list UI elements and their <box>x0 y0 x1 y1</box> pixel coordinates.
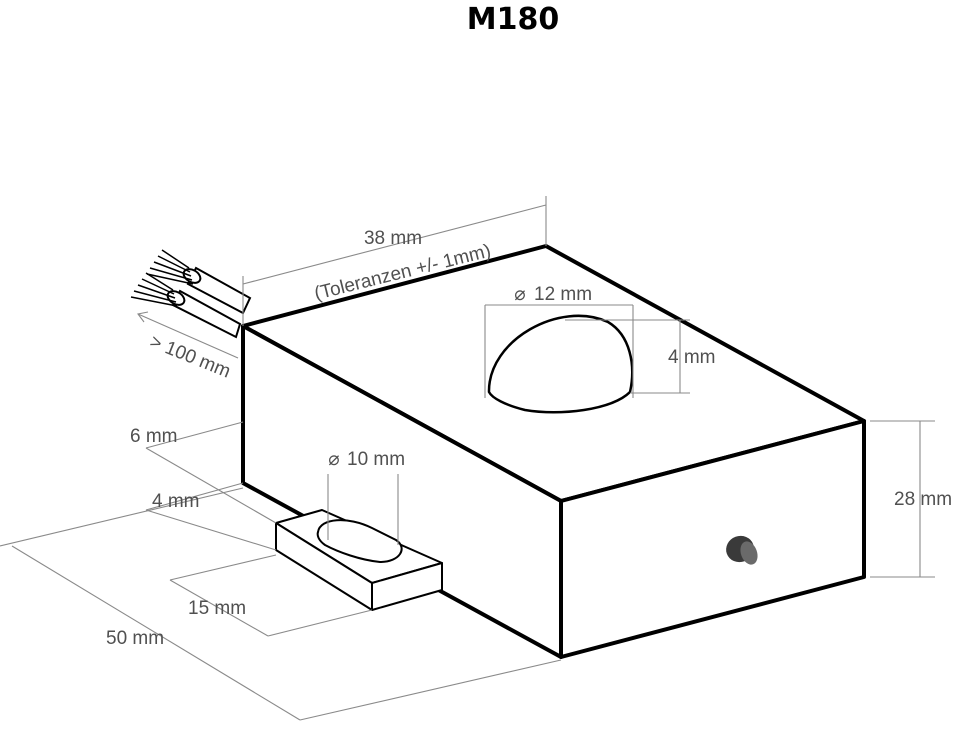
dim-width-label: 50 mm <box>106 628 164 649</box>
cable-lower <box>130 272 242 339</box>
dim-dome-height-label: 4 mm <box>668 347 716 368</box>
dim-tab-height-label: 4 mm <box>152 491 200 512</box>
dim-length-label: 38 mm <box>364 228 422 249</box>
housing-right-face <box>559 419 866 659</box>
page-title: M180 <box>466 2 560 37</box>
cable-bundle <box>130 249 252 339</box>
dim-dome-diameter-label: 12 mm <box>534 284 592 305</box>
mounting-tab <box>275 509 443 611</box>
sensor-dome <box>487 314 634 414</box>
dim-hole-diameter-label: 10 mm <box>347 449 405 470</box>
dim-dome-diameter-symbol: ⌀ <box>514 284 525 305</box>
dim-hole-diameter-symbol: ⌀ <box>328 449 339 470</box>
dim-height-label: 28 mm <box>894 489 952 510</box>
mounting-hole <box>316 519 403 564</box>
dim-cable-length-label: > 100 mm <box>147 331 234 382</box>
led-indicator <box>726 535 758 565</box>
dim-tab-offset-label: 6 mm <box>130 426 178 447</box>
dim-tab-depth-label: 15 mm <box>188 598 246 619</box>
dimension-lines <box>0 196 935 721</box>
